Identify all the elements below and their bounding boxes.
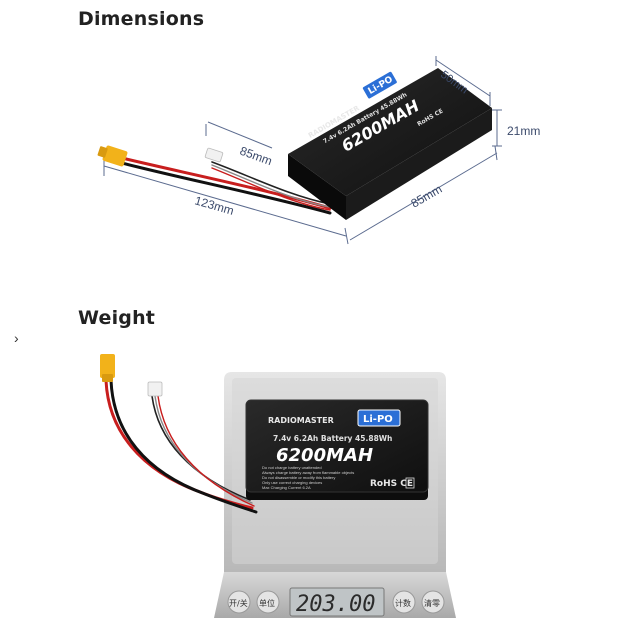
warning-item: Only use correct charging devices bbox=[262, 480, 322, 485]
scale-lcd bbox=[289, 587, 385, 617]
chemistry-badge-text: Li-PO bbox=[363, 414, 393, 425]
scale-button-count-label: 计数 bbox=[395, 598, 411, 608]
scale-button-power[interactable] bbox=[227, 590, 251, 614]
capacity-text: 6200MAH bbox=[276, 445, 373, 466]
weight-heading: Weight bbox=[78, 307, 156, 329]
scale-button-tare[interactable] bbox=[421, 590, 445, 614]
body-length-label: 85mm bbox=[409, 182, 445, 211]
scale-button-unit-label: 单位 bbox=[259, 598, 275, 608]
height-label: 21mm bbox=[507, 124, 540, 138]
scale-button-power-label: 开/关 bbox=[229, 598, 248, 608]
scale-button-unit[interactable] bbox=[256, 590, 280, 614]
compliance-marks: RoHS CE bbox=[370, 479, 413, 489]
weight-photo: 开/关 单位 计数 清零 203.00 RADIOMASTER Li- bbox=[100, 354, 456, 618]
scale-button-count[interactable] bbox=[392, 590, 416, 614]
scale-reading: 203.00 bbox=[296, 592, 375, 617]
warning-item: Max Charging Current 6.2A bbox=[262, 485, 311, 490]
chevron-right-icon[interactable]: › bbox=[14, 330, 19, 346]
dimension-diagram: RADIOMASTER Li-PO 7.4v 6.2Ah Battery 45.… bbox=[97, 56, 540, 245]
recycle-bin-icon bbox=[405, 477, 415, 489]
scale-buttons: 开/关 单位 计数 清零 bbox=[227, 590, 445, 614]
chemistry-badge bbox=[357, 409, 401, 427]
warning-item: Always charge battery away from flammabl… bbox=[262, 470, 354, 475]
warning-item: Do not charge battery unattended bbox=[262, 465, 322, 470]
spec-line: 7.4v 6.2Ah Battery 45.88Wh bbox=[273, 434, 392, 443]
scale-button-tare-label: 清零 bbox=[424, 598, 440, 608]
cable-length-label: 85mm bbox=[238, 144, 274, 169]
battery-brand: RADIOMASTER bbox=[268, 416, 334, 425]
warnings-list: Do not charge battery unattended Always … bbox=[262, 465, 354, 490]
total-length-label: 123mm bbox=[193, 193, 235, 217]
dimensions-heading: Dimensions bbox=[78, 8, 205, 30]
warning-item: Do not disassemble or modify this batter… bbox=[262, 475, 335, 480]
